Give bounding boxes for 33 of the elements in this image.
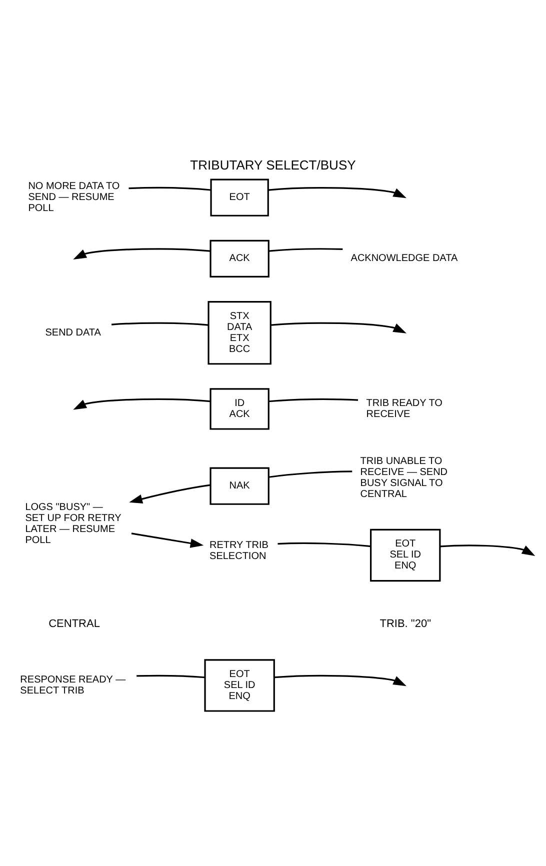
label: CENTRAL	[48, 618, 100, 630]
connector	[268, 248, 343, 252]
node-text: SEND DATA	[45, 327, 101, 338]
connector	[268, 398, 358, 402]
node-box: EOT SEL ID ENQ	[370, 528, 441, 582]
arrow	[131, 532, 204, 548]
node-box: EOT	[210, 178, 269, 216]
node-box: ACK	[210, 240, 270, 278]
arrow	[270, 322, 407, 334]
arrow	[129, 484, 210, 504]
node-text: RESPONSE READY — SELECT TRIB	[20, 674, 126, 696]
arrow	[268, 187, 407, 198]
arrow	[440, 544, 536, 556]
node-text: TRIB READY TO RECEIVE	[366, 398, 442, 420]
connector	[136, 674, 205, 678]
node-box: ID ACK	[210, 388, 270, 430]
label: TRIB. "20"	[380, 618, 431, 630]
node-box: NAK	[210, 467, 270, 505]
arrow	[274, 674, 406, 686]
connector	[111, 322, 209, 326]
node-text: TRIB UNABLE TO RECEIVE — SEND BUSY SIGNAL TO CENTRAL	[360, 456, 448, 500]
node-text: LOGS "BUSY" — SET UP FOR RETRY LATER — RESUME POLL	[25, 502, 122, 546]
connector	[268, 470, 352, 478]
node-box: STX DATA ETX BCC	[208, 300, 272, 365]
arrow	[73, 248, 210, 260]
node-box: EOT SEL ID ENQ	[204, 659, 275, 712]
node-text: ACKNOWLEDGE DATA	[350, 253, 458, 264]
node-text: RETRY TRIB SELECTION	[210, 540, 268, 562]
node-text: NO MORE DATA TO SEND — RESUME POLL	[28, 181, 120, 214]
diagram-title: TRIBUTARY SELECT/BUSY	[190, 157, 356, 172]
arrow	[73, 398, 210, 410]
connector	[278, 542, 371, 548]
connector	[128, 187, 211, 191]
